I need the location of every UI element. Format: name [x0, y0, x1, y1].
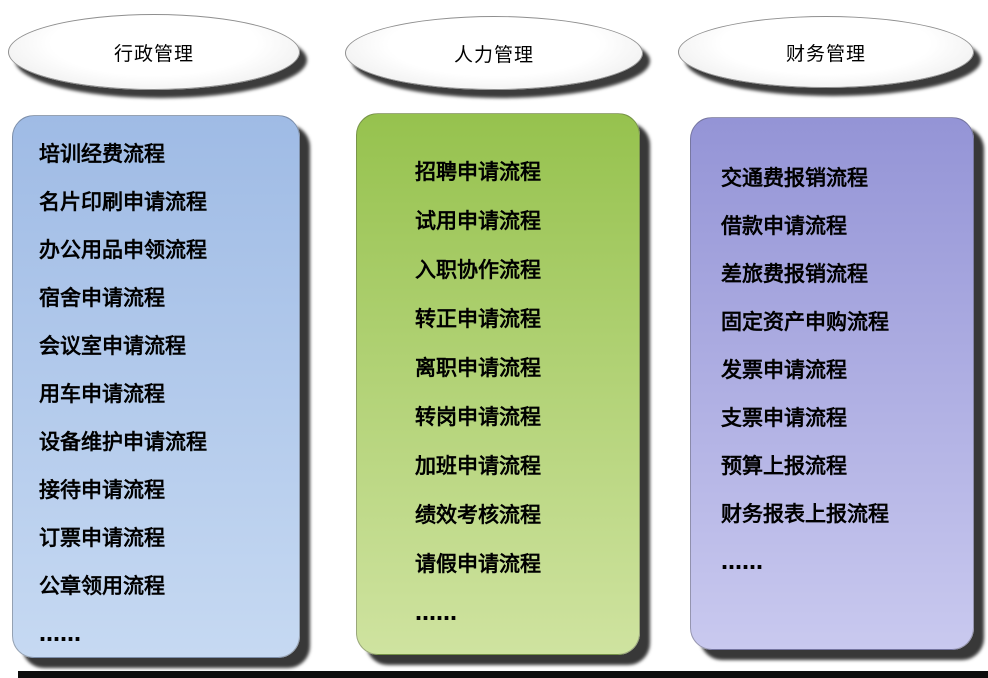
bottom-edge	[18, 671, 988, 678]
process-item: 宿舍申请流程	[39, 286, 165, 310]
process-item: 用车申请流程	[39, 382, 165, 406]
process-item: ……	[39, 622, 81, 646]
header-ellipse-finance: 财务管理	[678, 16, 974, 88]
process-item: 试用申请流程	[415, 209, 541, 233]
process-item: 差旅费报销流程	[721, 262, 868, 286]
panel-admin: 培训经费流程名片印刷申请流程办公用品申领流程宿舍申请流程会议室申请流程用车申请流…	[12, 115, 300, 658]
process-item: 支票申请流程	[721, 406, 847, 430]
panel-hr: 招聘申请流程试用申请流程入职协作流程转正申请流程离职申请流程转岗申请流程加班申请…	[356, 113, 640, 655]
process-list-hr: 招聘申请流程试用申请流程入职协作流程转正申请流程离职申请流程转岗申请流程加班申请…	[357, 114, 639, 654]
process-item: 离职申请流程	[415, 356, 541, 380]
process-item: ……	[415, 601, 457, 625]
header-label-finance: 财务管理	[785, 42, 866, 65]
process-item: 请假申请流程	[415, 552, 541, 576]
header-ellipse-hr: 人力管理	[345, 16, 643, 90]
process-item: 发票申请流程	[721, 358, 847, 382]
process-item: 办公用品申领流程	[39, 238, 207, 262]
process-item: 培训经费流程	[39, 142, 165, 166]
process-item: 名片印刷申请流程	[39, 190, 207, 214]
process-list-finance: 交通费报销流程借款申请流程差旅费报销流程固定资产申购流程发票申请流程支票申请流程…	[691, 118, 973, 649]
process-item: 转正申请流程	[415, 307, 541, 331]
process-item: 接待申请流程	[39, 478, 165, 502]
process-item: 加班申请流程	[415, 454, 541, 478]
process-item: 订票申请流程	[39, 526, 165, 550]
process-item: 预算上报流程	[721, 454, 847, 478]
header-ellipse-admin: 行政管理	[8, 14, 300, 90]
process-item: 绩效考核流程	[415, 503, 541, 527]
process-item: 转岗申请流程	[415, 405, 541, 429]
process-item: 公章领用流程	[39, 574, 165, 598]
header-label-admin: 行政管理	[113, 42, 194, 65]
process-item: 固定资产申购流程	[721, 310, 889, 334]
process-list-admin: 培训经费流程名片印刷申请流程办公用品申领流程宿舍申请流程会议室申请流程用车申请流…	[13, 116, 299, 657]
process-item: 财务报表上报流程	[721, 502, 889, 526]
process-item: 交通费报销流程	[721, 166, 868, 190]
process-item: ……	[721, 550, 763, 574]
process-item: 借款申请流程	[721, 214, 847, 238]
process-item: 招聘申请流程	[415, 160, 541, 184]
process-item: 入职协作流程	[415, 258, 541, 282]
process-item: 设备维护申请流程	[39, 430, 207, 454]
panel-finance: 交通费报销流程借款申请流程差旅费报销流程固定资产申购流程发票申请流程支票申请流程…	[690, 117, 974, 650]
process-item: 会议室申请流程	[39, 334, 186, 358]
header-label-hr: 人力管理	[453, 43, 534, 66]
